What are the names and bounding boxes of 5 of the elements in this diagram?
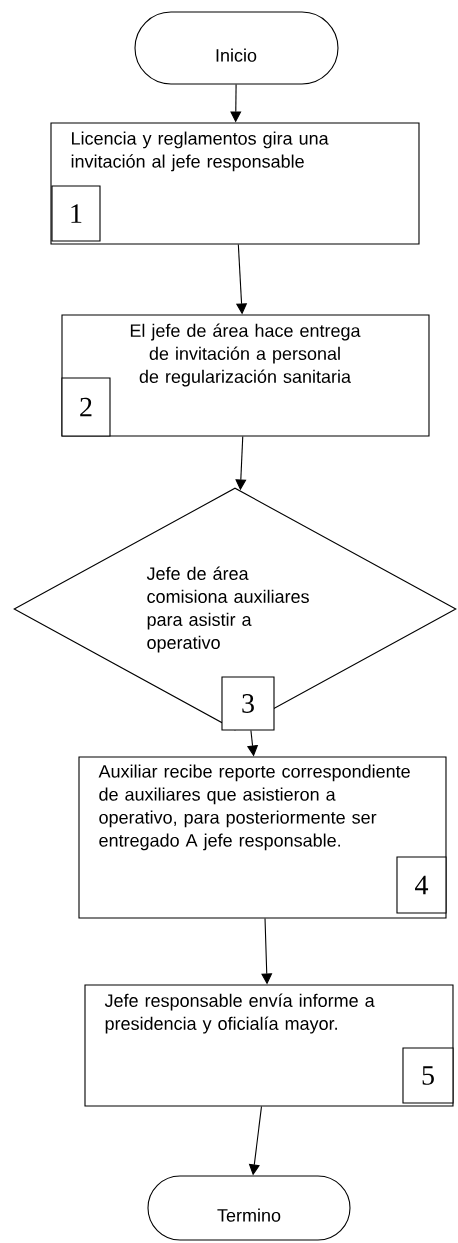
step-number-box: 5 <box>402 1047 454 1104</box>
step-number-box: 4 <box>396 856 447 914</box>
step-number-box: 3 <box>221 676 275 731</box>
step-number-box: 1 <box>51 185 101 242</box>
step-number-box: 2 <box>61 377 111 437</box>
